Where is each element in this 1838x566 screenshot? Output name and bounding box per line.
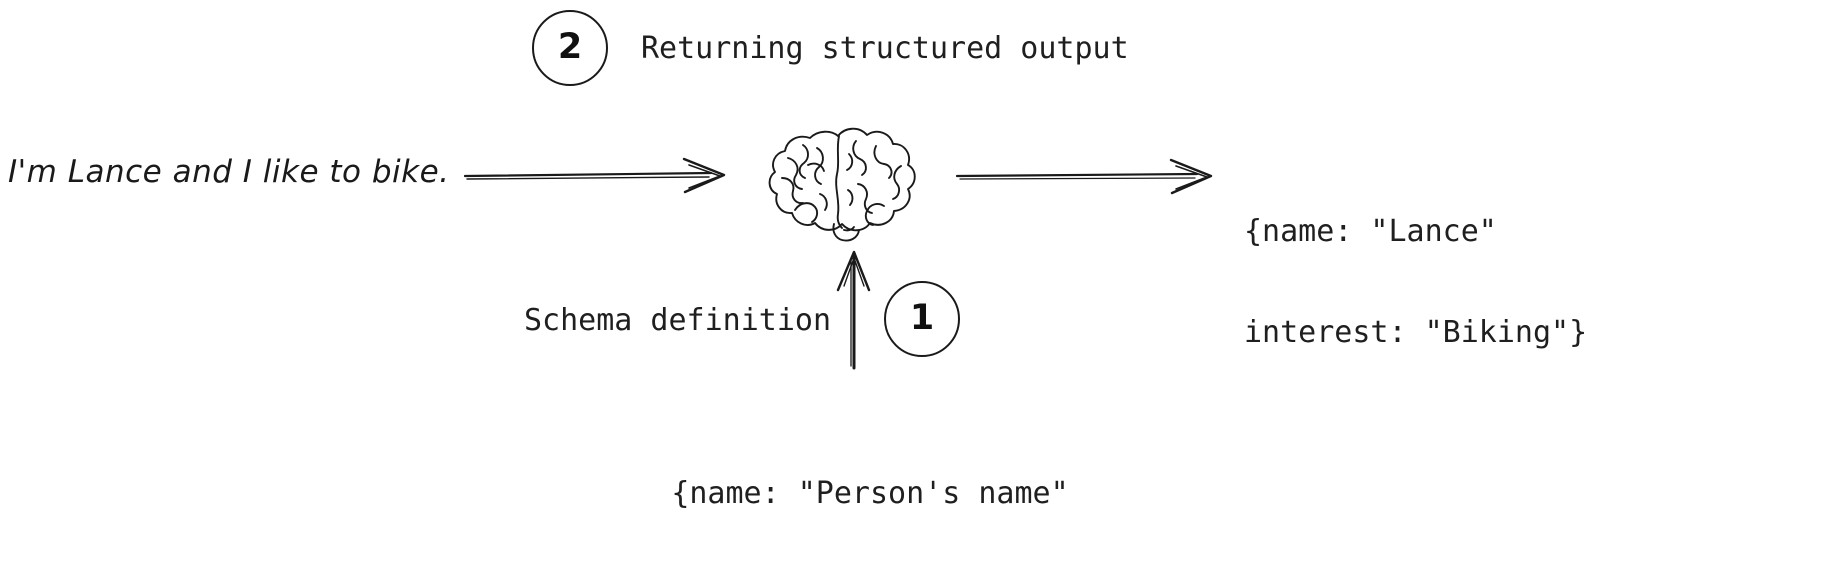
arrow-input-to-model bbox=[463, 152, 730, 196]
output-line-2: interest: "Biking"} bbox=[1244, 314, 1588, 350]
output-line-1: {name: "Lance" bbox=[1244, 214, 1497, 250]
schema-definition-block: {name: "Person's name" interest: "Person… bbox=[0, 410, 1740, 566]
brain-sketch-icon bbox=[762, 118, 934, 244]
arrow-schema-to-model bbox=[832, 250, 878, 370]
input-text: I'm Lance and I like to bike. bbox=[8, 154, 450, 190]
schema-line-1: {name: "Person's name" bbox=[671, 476, 1069, 512]
step-badge-1: 1 bbox=[884, 281, 960, 357]
step-badge-2-number: 2 bbox=[557, 26, 583, 67]
step-badge-2: 2 bbox=[532, 10, 608, 86]
arrow-model-to-output bbox=[955, 152, 1217, 196]
step-badge-1-number: 1 bbox=[909, 297, 935, 338]
step-1-label: Schema definition bbox=[524, 303, 832, 338]
output-block: {name: "Lance" interest: "Biking"} bbox=[1244, 148, 1587, 417]
step-2-label: Returning structured output bbox=[641, 31, 1129, 66]
